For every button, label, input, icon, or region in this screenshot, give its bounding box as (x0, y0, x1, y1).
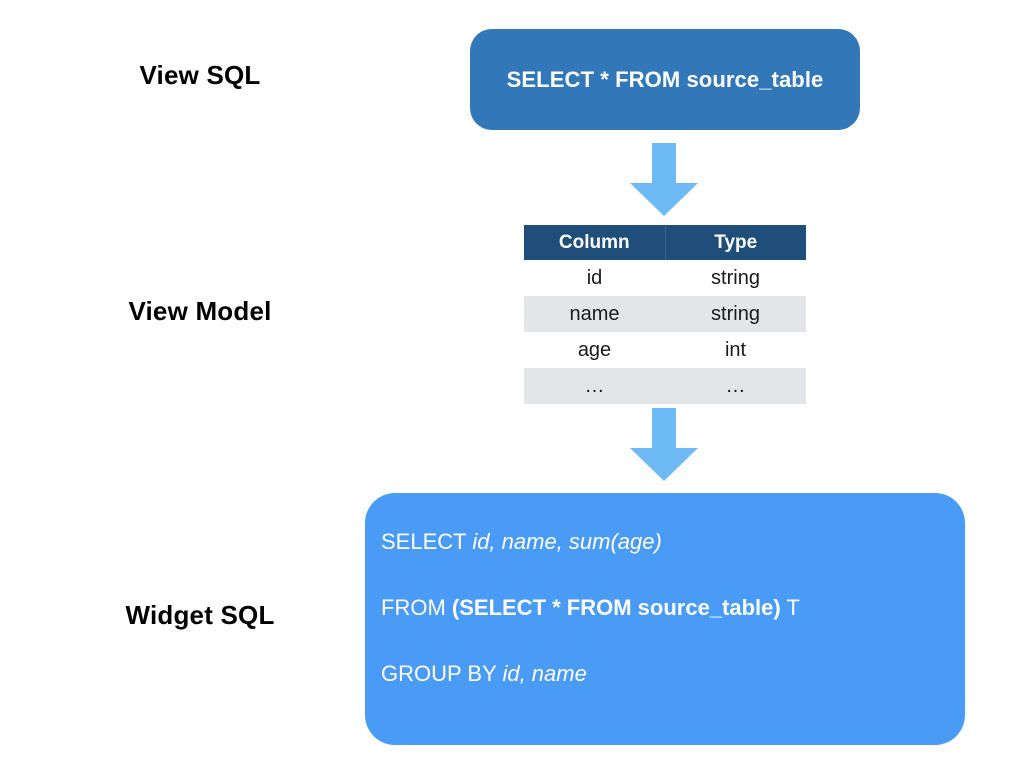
table-row: … … (524, 368, 806, 404)
cell-column-type: string (665, 296, 806, 332)
down-arrow-icon (628, 408, 700, 482)
row-label-view-sql: View SQL (139, 60, 261, 90)
sql-select-list: id, name, sum(age) (472, 529, 662, 554)
sql-subquery: (SELECT * FROM source_table) (451, 595, 781, 620)
table-header-type: Type (665, 225, 806, 260)
row-label-view-model: View Model (128, 296, 272, 326)
sql-keyword-group-by: GROUP BY (381, 661, 503, 686)
view-sql-statement: SELECT * FROM source_table (506, 66, 824, 92)
down-arrow-icon (628, 143, 700, 217)
view-model-table: Column Type id string name string age in… (524, 225, 806, 404)
table-header-column: Column (524, 225, 666, 260)
table-row: name string (524, 296, 806, 332)
widget-sql-box: SELECT id, name, sum(age) FROM (SELECT *… (365, 493, 965, 745)
view-sql-box: SELECT * FROM source_table (470, 29, 860, 130)
sql-keyword-from: FROM (381, 595, 452, 620)
cell-column-type: string (665, 260, 806, 296)
row-label-widget-sql: Widget SQL (125, 600, 275, 630)
widget-sql-from-line: FROM (SELECT * FROM source_table) T (381, 597, 965, 619)
sql-keyword-select: SELECT (381, 529, 473, 554)
cell-column-name: age (524, 332, 665, 368)
cell-column-name: id (524, 260, 665, 296)
cell-column-type: … (665, 368, 806, 404)
table-row: id string (524, 260, 806, 296)
cell-column-name: … (524, 368, 665, 404)
table-row: age int (524, 332, 806, 368)
table-header-row: Column Type (524, 225, 806, 260)
widget-sql-group-by-line: GROUP BY id, name (381, 663, 965, 685)
widget-sql-select-line: SELECT id, name, sum(age) (381, 531, 965, 553)
cell-column-name: name (524, 296, 665, 332)
cell-column-type: int (665, 332, 806, 368)
sql-group-by-list: id, name (502, 661, 587, 686)
sql-table-alias: T (780, 595, 800, 620)
